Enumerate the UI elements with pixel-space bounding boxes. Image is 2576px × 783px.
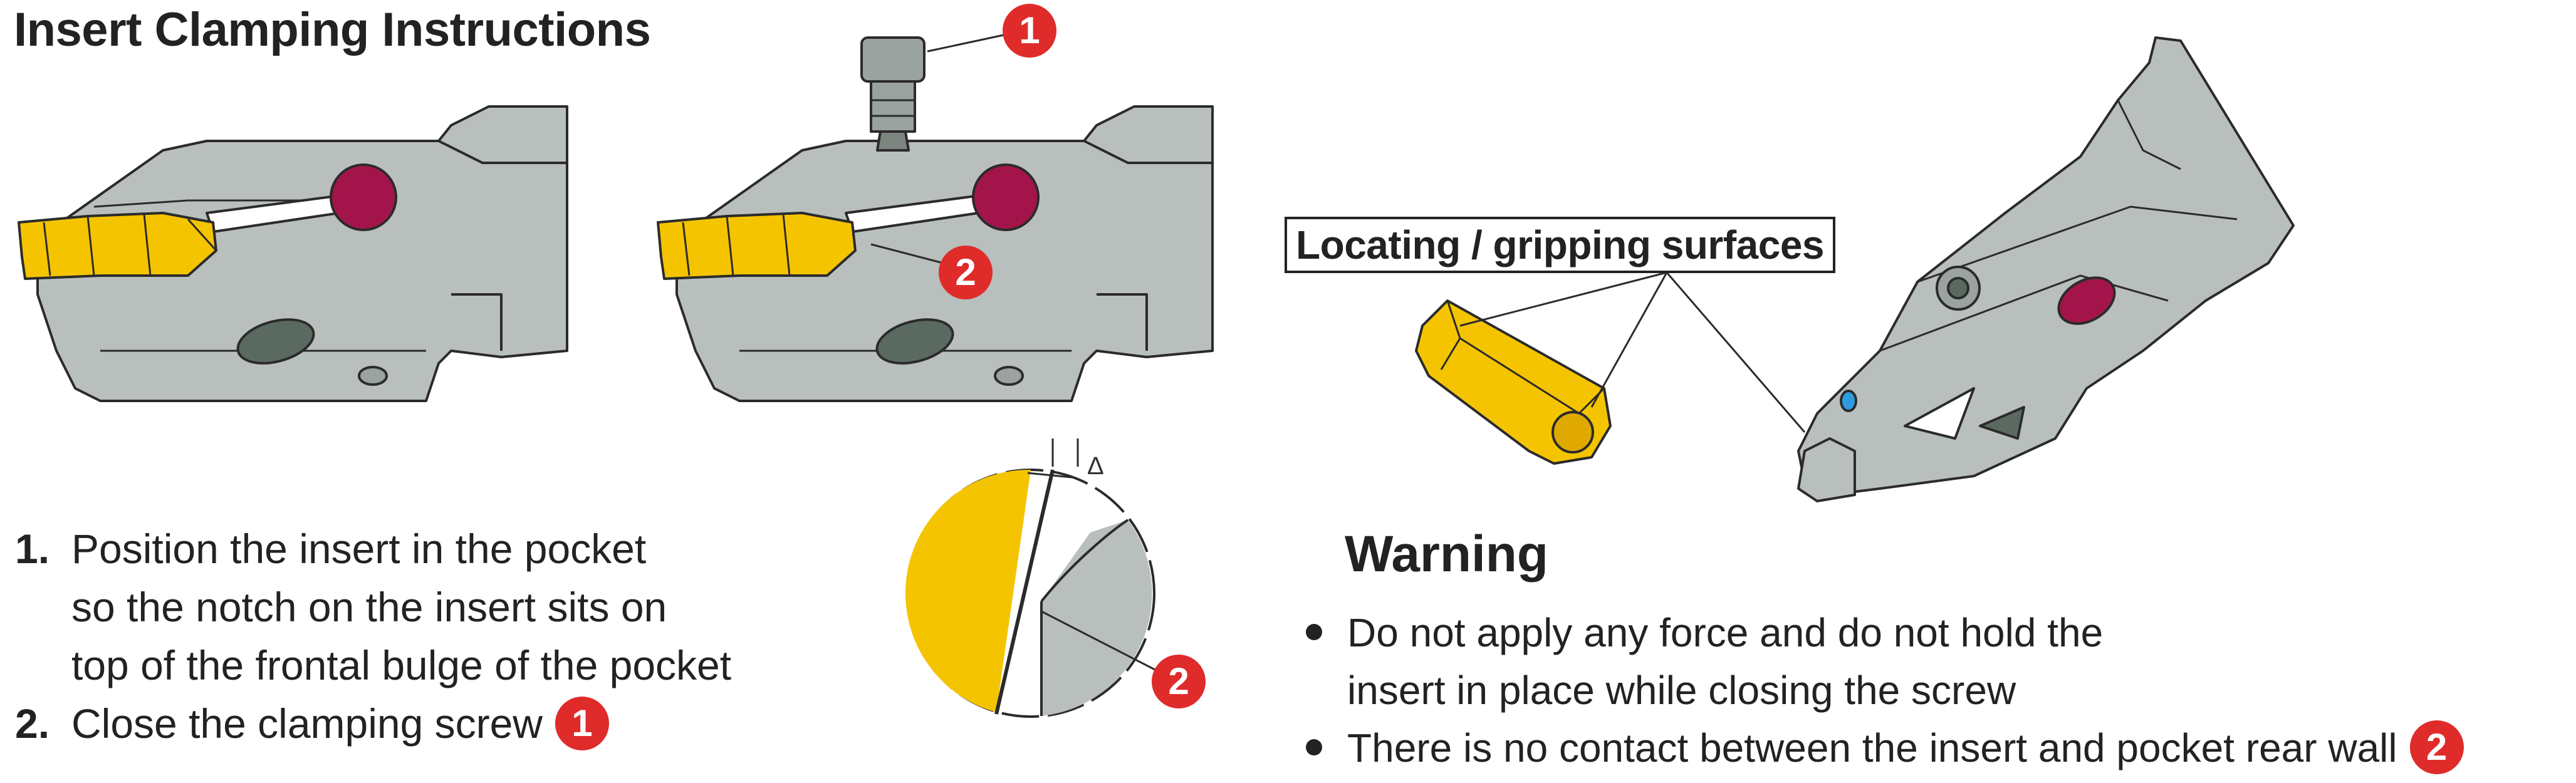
step-number: 2. xyxy=(15,700,50,747)
warning-bullet-2: There is no contact between the insert a… xyxy=(1297,719,2464,778)
step-line-wrap: Close the clamping screw 1 xyxy=(71,695,731,754)
warning-bullet-1: Do not apply any force and do not hold t… xyxy=(1297,604,2464,719)
locating-surfaces-label: Locating / gripping surfaces xyxy=(1285,217,1835,273)
callout-badge-2-detail: 2 xyxy=(1152,655,1206,708)
tool-holder-step2 xyxy=(657,31,1214,402)
tool-holder-angled xyxy=(1797,36,2295,502)
step-line: so the notch on the insert sits on xyxy=(71,584,667,630)
detail-gap-view xyxy=(905,438,1157,718)
warning-line: insert in place while closing the screw xyxy=(1347,668,2016,713)
step-number: 1. xyxy=(15,526,50,572)
step-line: Position the insert in the pocket xyxy=(71,526,647,572)
bullet-dot-icon xyxy=(1306,739,1322,755)
gap-symbol: Δ xyxy=(1087,452,1104,480)
warning-line-wrap: There is no contact between the insert a… xyxy=(1347,719,2464,778)
loose-insert xyxy=(1415,299,1612,465)
callout-badge-2-inline: 2 xyxy=(2409,720,2464,775)
step-line: top of the frontal bulge of the pocket xyxy=(71,642,732,688)
step-2: 2. Close the clamping screw 1 xyxy=(15,695,731,754)
warning-list: Do not apply any force and do not hold t… xyxy=(1297,604,2464,778)
step-1: 1. Position the insert in the pocket so … xyxy=(15,520,731,695)
instruction-steps: 1. Position the insert in the pocket so … xyxy=(15,520,731,754)
tool-holder-step1 xyxy=(18,105,568,402)
warning-line: Do not apply any force and do not hold t… xyxy=(1347,610,2104,655)
warning-line: There is no contact between the insert a… xyxy=(1347,725,2397,770)
page-title: Insert Clamping Instructions xyxy=(14,3,651,56)
locating-leader-lines xyxy=(1459,271,1806,433)
callout-badge-2: 2 xyxy=(939,246,993,299)
bullet-dot-icon xyxy=(1306,624,1322,640)
callout-badge-1: 1 xyxy=(1003,4,1056,58)
callout-badge-1-inline: 1 xyxy=(555,696,609,750)
step-line: Close the clamping screw xyxy=(71,700,543,747)
warning-title: Warning xyxy=(1345,526,1548,583)
